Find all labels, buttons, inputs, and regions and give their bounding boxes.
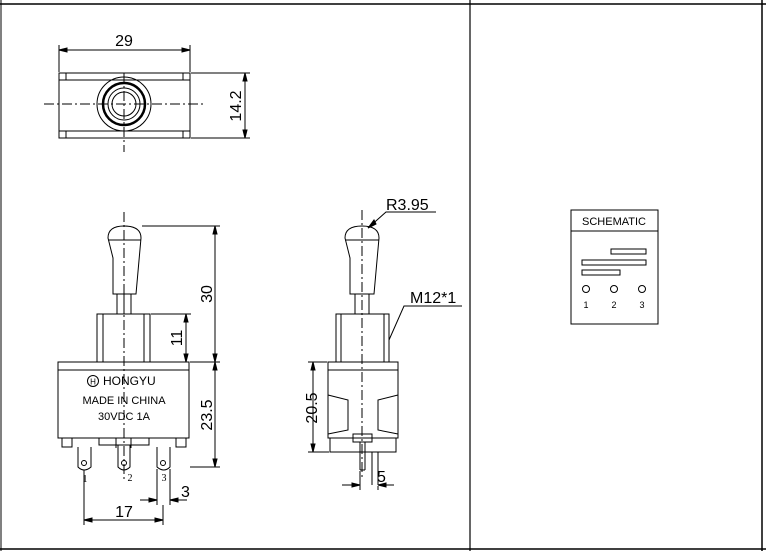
thread-spec: M12*1 (410, 290, 456, 307)
bushing-dim: 11 (169, 330, 186, 347)
top-height-dim: 14.2 (228, 90, 245, 121)
rating-label: 30VDC 1A (98, 411, 151, 423)
top-width-dim: 29 (115, 33, 133, 50)
schematic-pin-3-label: 3 (639, 300, 644, 310)
schematic-box (570, 209, 659, 325)
pin-spacing-dim: 17 (115, 504, 133, 521)
schematic-pin-1-icon (582, 285, 590, 293)
brand-label: HONGYU (103, 374, 156, 388)
body-height-dim: 23.5 (199, 399, 216, 430)
pin-offset-dim: 3 (181, 484, 190, 501)
pin-3-label: 3 (162, 473, 167, 484)
side-body-dim: 20.5 (304, 392, 321, 423)
hongyu-logo-icon (87, 375, 99, 387)
top-view (44, 45, 250, 152)
schematic-pin-3-icon (638, 285, 646, 293)
side-view (308, 210, 462, 490)
radius-dim: R3.95 (386, 197, 429, 214)
height-total-dim: 30 (199, 285, 216, 303)
front-view (57, 212, 220, 525)
pin-1-label: 1 (83, 474, 88, 485)
pin-2-label: 2 (128, 473, 133, 484)
hongyu-logo-letter: H (90, 378, 96, 387)
schematic-pin-1-label: 1 (583, 300, 588, 310)
schematic-pin-2-label: 2 (611, 300, 616, 310)
schematic-title: SCHEMATIC (582, 216, 646, 228)
terminal-dim: 5 (377, 469, 386, 486)
origin-label: MADE IN CHINA (82, 395, 166, 407)
schematic-pin-2-icon (610, 285, 618, 293)
